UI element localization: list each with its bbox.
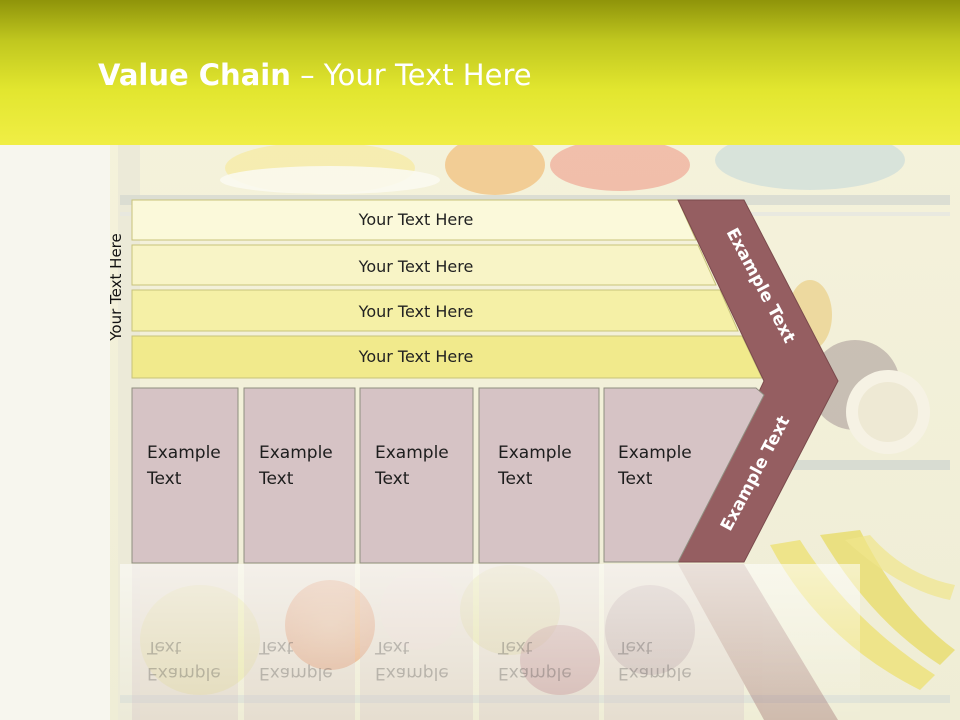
reflected-line: Text xyxy=(618,637,653,657)
row-bar-label: Your Text Here xyxy=(358,257,474,276)
row-bar[interactable]: Your Text Here xyxy=(131,335,763,379)
reflected-line: Text xyxy=(498,637,533,657)
box-text-line: Text xyxy=(259,469,294,489)
reflected-line: Example xyxy=(375,663,449,683)
reflected-box-text: Example Text xyxy=(375,634,449,686)
box-text: Example Text xyxy=(147,440,247,492)
activity-box[interactable] xyxy=(243,387,356,564)
activity-box[interactable] xyxy=(131,387,239,564)
row-bar[interactable]: Your Text Here xyxy=(131,244,717,286)
row-bar-label: Your Text Here xyxy=(358,210,474,229)
reflected-box-text: Example Text xyxy=(618,634,692,686)
reflected-line: Example xyxy=(498,663,572,683)
title-rest: – Your Text Here xyxy=(290,58,532,92)
reflected-line: Example xyxy=(147,663,221,683)
activity-box[interactable] xyxy=(359,387,474,564)
reflected-box-text: Example Text xyxy=(147,634,221,686)
reflected-line: Text xyxy=(375,637,410,657)
box-text: Example Text xyxy=(498,440,598,492)
box-text-line: Text xyxy=(498,469,533,489)
reflected-line: Text xyxy=(259,637,294,657)
box-text-line: Example xyxy=(259,443,333,463)
reflected-line: Example xyxy=(618,663,692,683)
slide-title[interactable]: Value Chain – Your Text Here xyxy=(98,52,532,98)
reflected-box-text: Example Text xyxy=(259,634,333,686)
reflected-line: Example xyxy=(259,663,333,683)
box-text: Example Text xyxy=(259,440,359,492)
reflected-box-text: Example Text xyxy=(498,634,572,686)
title-bold: Value Chain xyxy=(98,58,291,92)
box-text: Example Text xyxy=(375,440,475,492)
row-bar-label: Your Text Here xyxy=(358,347,474,366)
activity-box[interactable] xyxy=(603,387,765,563)
row-bar[interactable]: Your Text Here xyxy=(131,199,697,241)
reflected-line: Text xyxy=(147,637,182,657)
box-text-line: Text xyxy=(375,469,410,489)
box-text-line: Example xyxy=(498,443,572,463)
box-text-line: Example xyxy=(375,443,449,463)
box-text-line: Text xyxy=(618,469,653,489)
box-text-line: Text xyxy=(147,469,182,489)
box-text-line: Example xyxy=(618,443,692,463)
row-bar-label: Your Text Here xyxy=(358,302,474,321)
row-bar[interactable]: Your Text Here xyxy=(131,289,739,332)
activity-box[interactable] xyxy=(478,387,600,564)
box-text-line: Example xyxy=(147,443,221,463)
header-band xyxy=(0,0,960,145)
chevron-arrow[interactable] xyxy=(677,199,839,563)
box-text: Example Text xyxy=(618,440,718,492)
